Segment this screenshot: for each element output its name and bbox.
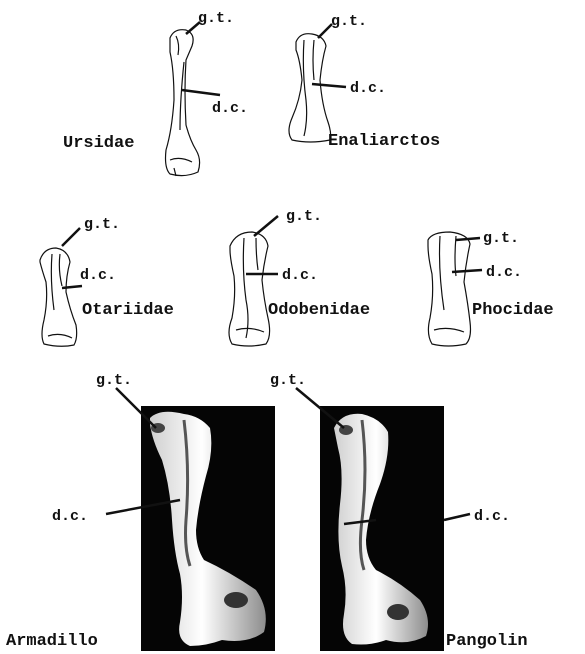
armadillo-taxon-label: Armadillo <box>6 632 98 651</box>
otariidae-taxon-label: Otariidae <box>82 301 174 320</box>
pangolin-taxon-label: Pangolin <box>446 632 528 651</box>
phocidae-gt-pointer <box>456 238 480 240</box>
ursidae-gt-label: g.t. <box>198 10 234 27</box>
phocidae-gt-label: g.t. <box>483 230 519 247</box>
odobenidae-dc-label: d.c. <box>282 267 318 284</box>
enaliarctos-gt-pointer <box>318 24 332 38</box>
otariidae-dc-label: d.c. <box>80 267 116 284</box>
enaliarctos-dc-label: d.c. <box>350 80 386 97</box>
enaliarctos-humerus-drawing <box>289 34 331 142</box>
ursidae-humerus-drawing <box>166 30 200 176</box>
ursidae-dc-label: d.c. <box>212 100 248 117</box>
phocidae-dc-label: d.c. <box>486 264 522 281</box>
odobenidae-gt-label: g.t. <box>286 208 322 225</box>
otariidae-dc-pointer <box>62 286 82 288</box>
armadillo-dc-label: d.c. <box>52 508 88 525</box>
otariidae-gt-pointer <box>62 228 80 246</box>
enaliarctos-taxon-label: Enaliarctos <box>328 132 440 151</box>
enaliarctos-gt-label: g.t. <box>331 13 367 30</box>
ursidae-dc-pointer <box>182 90 220 95</box>
otariidae-humerus-drawing <box>40 248 77 346</box>
pangolin-dc-pointer-outer <box>444 514 470 520</box>
pangolin-dc-label: d.c. <box>474 508 510 525</box>
phocidae-dc-pointer <box>452 270 482 272</box>
pangolin-gt-label: g.t. <box>270 372 306 389</box>
otariidae-gt-label: g.t. <box>84 216 120 233</box>
phocidae-taxon-label: Phocidae <box>472 301 554 320</box>
phocidae-humerus-drawing <box>428 232 471 346</box>
odobenidae-taxon-label: Odobenidae <box>268 301 370 320</box>
enaliarctos-dc-pointer <box>312 84 346 87</box>
odobenidae-gt-pointer <box>254 216 278 236</box>
ursidae-taxon-label: Ursidae <box>63 134 134 153</box>
armadillo-gt-label: g.t. <box>96 372 132 389</box>
odobenidae-humerus-drawing <box>229 232 270 346</box>
